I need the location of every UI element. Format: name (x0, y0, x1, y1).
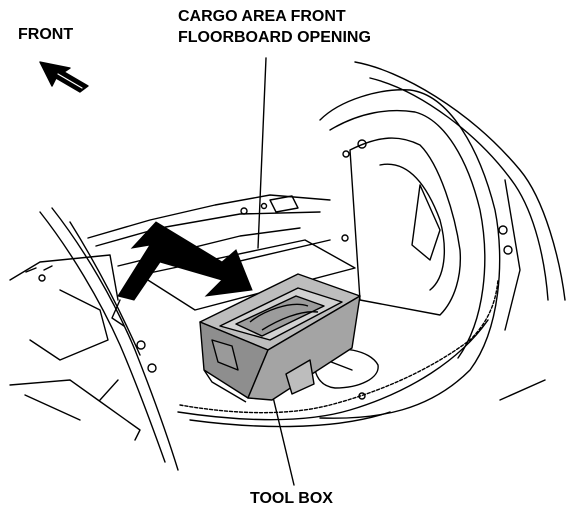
left-rear-pillar (39, 211, 166, 463)
right-pillar-bolt-1 (498, 225, 508, 235)
pillar-bolt-2 (147, 363, 157, 373)
right-quarter-trim (319, 89, 501, 419)
front-label: FRONT (18, 26, 74, 43)
floor-front-edge (87, 194, 331, 239)
front-arrow-highlight (57, 73, 83, 89)
cargo-label-line-1: CARGO AREA FRONT (178, 8, 346, 25)
floorboard-opening (139, 239, 356, 311)
tool-box (199, 273, 361, 403)
rear-opening-lip (179, 279, 499, 414)
tool-box-label: TOOL BOX (250, 490, 333, 507)
left-inner-clip (38, 274, 46, 282)
removal-direction-arrow (117, 221, 253, 301)
cargo-leader-line (257, 57, 267, 249)
right-body-outer (354, 61, 566, 301)
right-pillar-bolt-2 (503, 245, 513, 255)
cargo-label-line-2: FLOORBOARD OPENING (178, 29, 371, 46)
pillar-bolt-1 (136, 340, 146, 350)
cargo-area-label: CARGO AREA FRONT FLOORBOARD OPENING (178, 6, 371, 48)
spare-well-recess (314, 348, 379, 389)
left-inner-panel (9, 254, 119, 301)
